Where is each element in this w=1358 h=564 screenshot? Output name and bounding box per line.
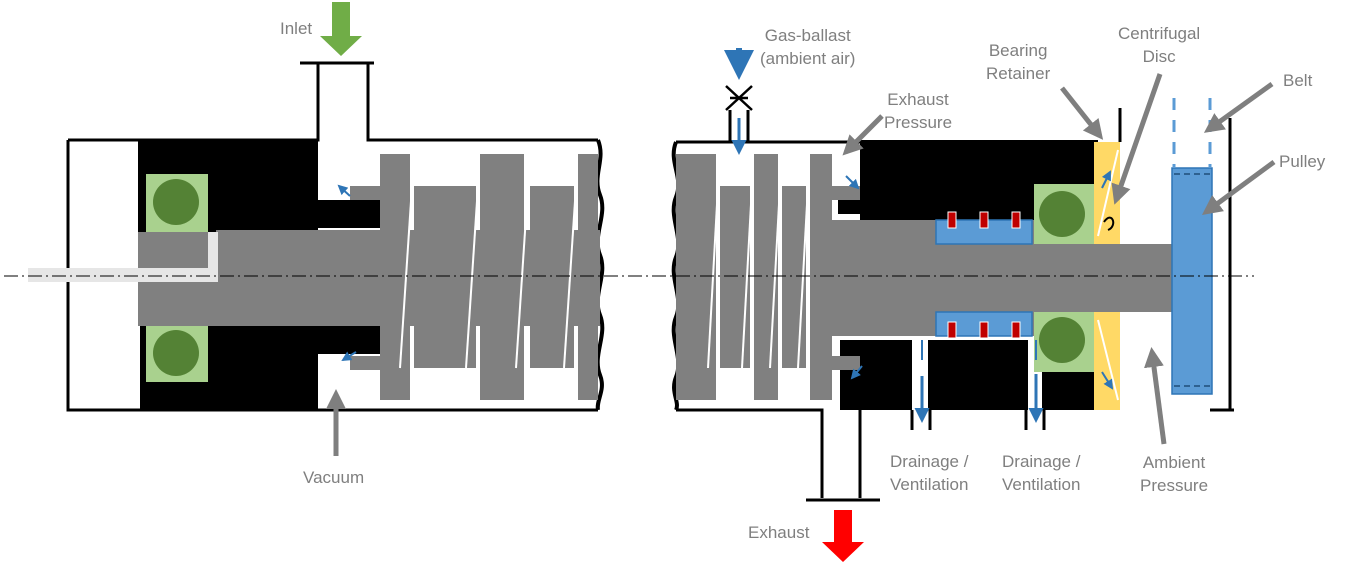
centrifugal-disc-slit-lower [1097,319,1119,401]
left-helix-line-1 [399,185,413,369]
drainage-label-2-line-2: Ventilation [1002,475,1081,494]
ambient-pressure-label-line-2: Pressure [1140,476,1209,495]
centrifugal-disc-label: Centrifugal Disc [1118,22,1200,68]
seal-lip-5 [979,321,989,339]
gas-ballast-label-line-1: Gas-ballast [764,26,851,45]
bearing-retainer-leader [1060,86,1104,140]
right-upper-bearing-ball [1039,191,1085,237]
pulley-leader [1201,159,1276,215]
left-helix-line-4 [563,185,577,369]
right-rotor-hub-upper [832,186,860,200]
drainage-label-1: Drainage / Ventilation [890,450,968,496]
belt-leader [1203,81,1274,133]
right-lower-bearing-ball [1039,317,1085,363]
seal-lip-3 [1011,211,1021,229]
left-upper-body-step [318,200,380,228]
right-housing-outline [676,118,1234,498]
left-lower-bearing-ball [153,330,199,376]
left-rotor-hub [350,186,380,200]
exhaust-arrow [822,510,864,562]
right-helix-line-1 [707,185,719,369]
centrifugal-disc-swirl [1103,216,1115,231]
seal-lip-6 [1011,321,1021,339]
exhaust-flow-arrow-upper [845,175,860,190]
left-rotor-land-4 [530,186,574,368]
bearing-retainer-label-line-2: Retainer [986,64,1051,83]
ambient-pressure-label: Ambient Pressure [1140,451,1208,497]
right-rotor-land-1 [676,154,716,400]
left-rotor-land-5 [578,154,598,400]
right-lower-body-a2 [860,356,912,410]
gas-ballast-label-line-2: (ambient air) [760,49,856,68]
bearing-retainer-label-line-1: Bearing [988,41,1048,60]
right-assembly [671,48,1276,562]
ambient-pressure-leader [1144,347,1167,445]
left-upper-bearing-ball [153,179,199,225]
centrifugal-disc-leader [1111,73,1163,205]
left-helix-line-2 [465,185,479,369]
right-helix-line-4 [797,185,809,369]
exhaust-label: Exhaust [748,523,810,542]
retainer-flow-arrow-lower [1101,371,1114,390]
seal-lip-1 [947,211,957,229]
gas-ballast-valve-symbol [725,85,753,111]
inlet-arrow [320,2,362,56]
centrifugal-disc-label-line-2: Disc [1142,47,1176,66]
exhaust-flow-arrow-lower [850,365,863,380]
left-shaft-end-light-vertical [208,232,218,270]
belt-label: Belt [1283,71,1313,90]
left-flow-arrow-upper [337,184,351,197]
retainer-flow-arrow-upper [1101,170,1111,189]
seal-lip-4 [947,321,957,339]
left-lower-body-step [318,326,380,354]
left-rotor-land-2 [414,186,476,368]
centrifugal-disc-label-line-1: Centrifugal [1118,24,1201,43]
drainage-label-1-line-1: Drainage / [890,452,969,471]
left-assembly [28,2,605,456]
left-helix-line-3 [515,185,529,369]
left-flow-arrow-lower [341,351,357,362]
right-helix-line-3 [769,185,781,369]
bearing-retainer-label: Bearing Retainer [986,39,1050,85]
drainage-label-1-line-2: Ventilation [890,475,969,494]
vacuum-label: Vacuum [303,468,365,487]
centrifugal-disc-slit-upper [1097,149,1119,237]
pulley [1171,167,1213,395]
seal-lip-2 [979,211,989,229]
pulley-label: Pulley [1279,152,1326,171]
gas-ballast-label: Gas-ballast (ambient air) [760,24,855,70]
right-lower-body-b [928,340,1028,410]
exhaust-pressure-label: Exhaust Pressure [884,88,952,134]
exhaust-pressure-label-line-2: Pressure [884,113,953,132]
drainage-label-2-line-1: Drainage / [1002,452,1081,471]
right-rotor-land-2 [720,186,750,368]
ambient-pressure-label-line-1: Ambient [1142,453,1206,472]
right-helix-line-2 [741,185,753,369]
left-shaft-end-light [28,268,218,282]
drainage-label-2: Drainage / Ventilation [1002,450,1080,496]
right-rotor-hub-lower [832,356,860,370]
left-rotor-land-3 [480,154,524,400]
exhaust-pressure-label-line-1: Exhaust [887,90,949,109]
inlet-label: Inlet [280,19,313,38]
exhaust-pressure-leader [842,114,884,156]
left-rotor-hub-low [350,356,380,370]
